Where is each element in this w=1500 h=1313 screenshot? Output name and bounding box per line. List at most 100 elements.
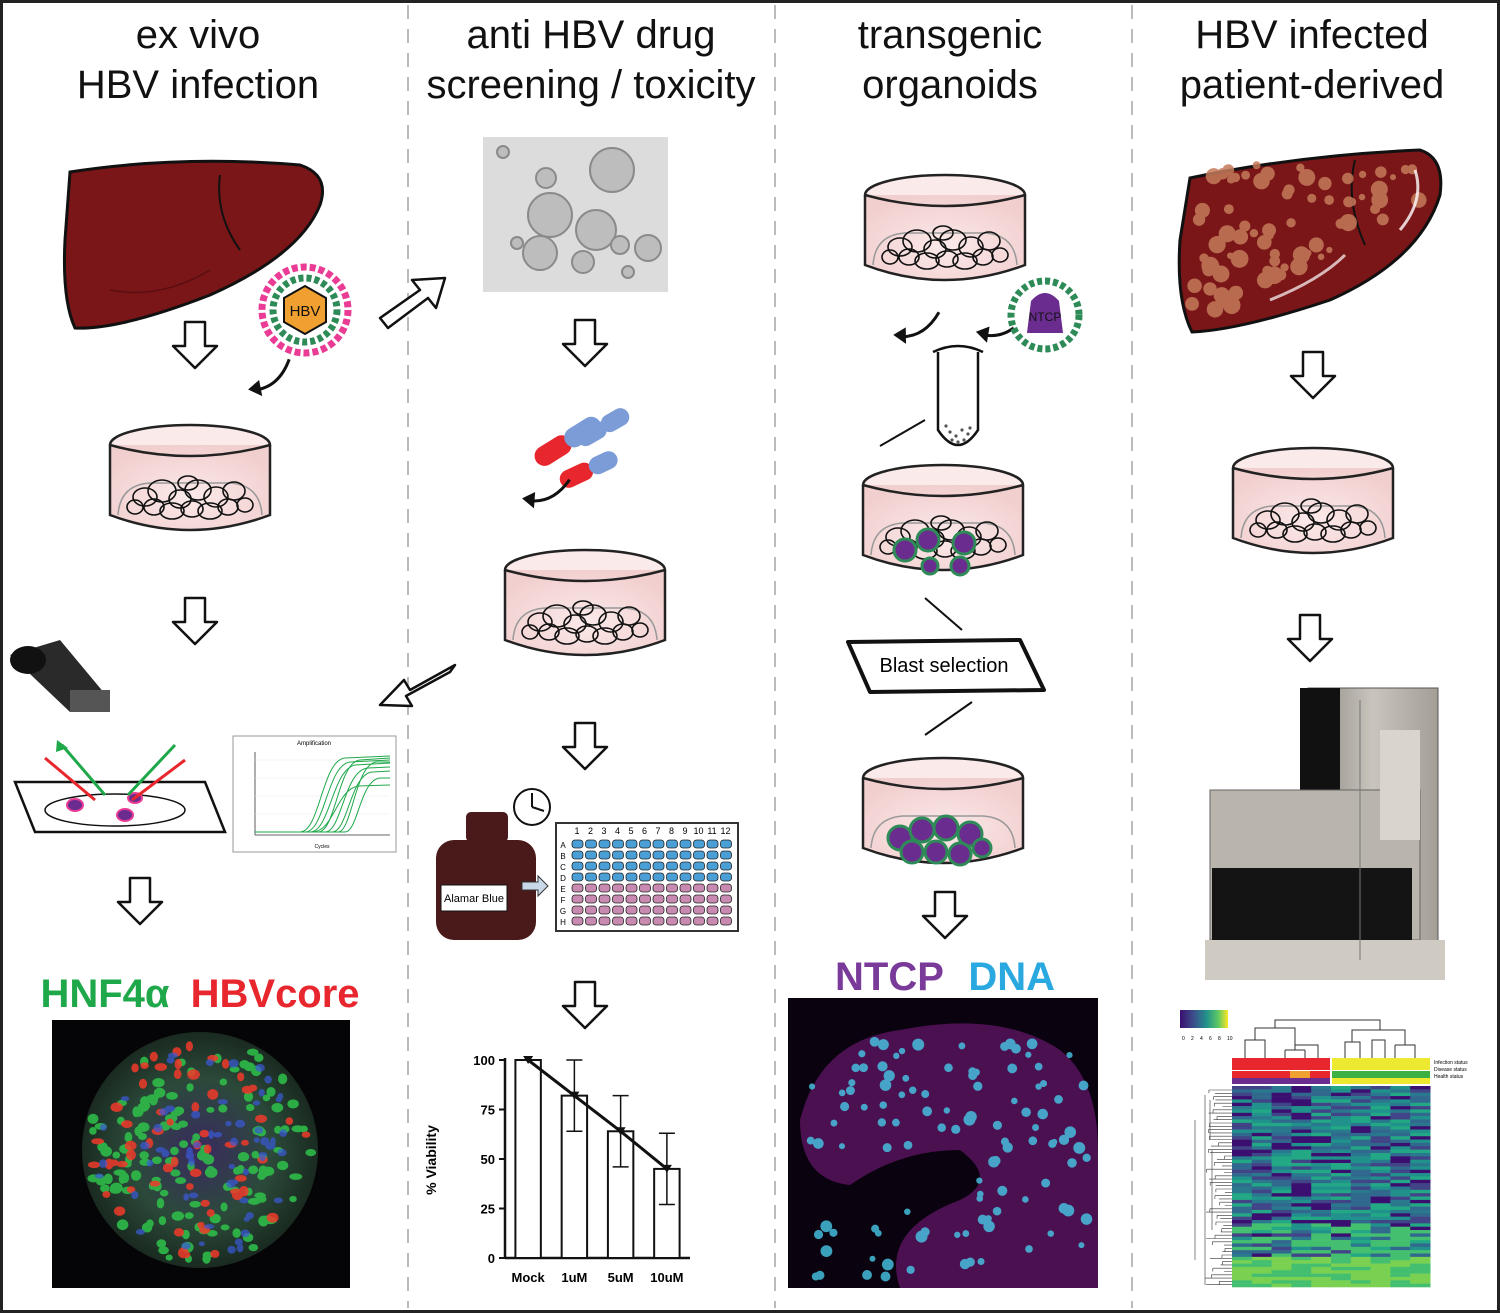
heatmap-cell: [1232, 1223, 1253, 1227]
heatmap-cell: [1350, 1189, 1372, 1194]
heatmap-cell: [1271, 1153, 1292, 1157]
heatmap-cell: [1291, 1146, 1312, 1150]
heatmap-cell: [1291, 1156, 1312, 1160]
heatmap-cell: [1410, 1142, 1431, 1147]
heatmap-cell: [1232, 1283, 1253, 1288]
chart-point: [523, 1056, 534, 1064]
heatmap-cell: [1370, 1256, 1391, 1261]
liver-nodule: [1292, 246, 1311, 264]
heatmap-cell: [1271, 1139, 1292, 1144]
cell-nucleus: [156, 1239, 167, 1248]
heatmap-cell: [1410, 1149, 1431, 1154]
heatmap-cell: [1271, 1186, 1292, 1191]
cell-nucleus: [137, 1132, 147, 1141]
plate-well: [571, 861, 584, 871]
nucleus-dot: [879, 1101, 888, 1109]
heatmap-cell: [1251, 1159, 1273, 1164]
heatmap-cell: [1291, 1250, 1312, 1254]
heatmap-cell: [1370, 1149, 1391, 1154]
heatmap-cell: [1331, 1256, 1352, 1261]
heatmap-cell: [1390, 1132, 1411, 1137]
cell-nucleus: [113, 1206, 126, 1216]
heatmap-cell: [1291, 1139, 1312, 1144]
cell-nucleus: [149, 1051, 158, 1062]
heatmap-cell: [1311, 1266, 1332, 1271]
heatmap-cell: [1291, 1122, 1312, 1127]
nucleus-dot: [976, 1190, 984, 1198]
heatmap-cell: [1350, 1186, 1372, 1191]
heatmap-cell: [1350, 1166, 1372, 1171]
heatmap-cell: [1370, 1153, 1391, 1157]
cell-nucleus: [232, 1228, 241, 1238]
heatmap-cell: [1370, 1146, 1391, 1150]
heatmap-cell: [1251, 1276, 1273, 1281]
plate-well: [693, 916, 705, 926]
nucleus-dot: [881, 1258, 894, 1271]
cell-nucleus: [120, 1096, 130, 1102]
cell-nucleus: [241, 1085, 254, 1094]
heatmap-cell: [1370, 1126, 1391, 1130]
heatmap-cell: [1291, 1109, 1312, 1114]
heatmap-cell: [1370, 1253, 1391, 1258]
liver-nodule: [1256, 235, 1272, 250]
plate-well: [571, 850, 584, 860]
liver-nodule: [1269, 248, 1280, 260]
heatmap-cell: [1311, 1102, 1332, 1107]
cell-nucleus: [146, 1159, 154, 1167]
heatmap-cell: [1350, 1119, 1372, 1124]
heatmap-cell: [1350, 1109, 1372, 1114]
nucleus-dot: [860, 1103, 868, 1111]
nucleus-dot: [1048, 1139, 1057, 1148]
heatmap-cell: [1331, 1176, 1352, 1181]
liver-nodule: [1262, 223, 1277, 238]
heatmap-cell: [1251, 1203, 1273, 1207]
cell-nucleus: [221, 1059, 230, 1069]
heatmap-cell: [1291, 1209, 1312, 1214]
cell-nucleus: [192, 1133, 201, 1141]
plate-row-label: B: [560, 852, 565, 861]
nucleus-dot: [808, 1083, 816, 1090]
liver-nodule: [1308, 237, 1324, 253]
plate-well: [625, 839, 638, 849]
heatmap-cell: [1311, 1189, 1332, 1194]
heatmap-cell: [1390, 1193, 1411, 1197]
plate-well: [706, 905, 719, 915]
heatmap-cell: [1271, 1243, 1292, 1248]
heatmap-cell: [1390, 1233, 1411, 1238]
nucleus-dot: [937, 1123, 946, 1132]
heatmap-cell: [1350, 1179, 1372, 1184]
heatmap-cell: [1311, 1096, 1332, 1100]
plate-well: [571, 883, 584, 893]
cell-nucleus: [255, 1114, 268, 1123]
heatmap-cell: [1311, 1092, 1332, 1097]
heatmap-cell: [1232, 1193, 1253, 1197]
heatmap-cell: [1331, 1092, 1352, 1097]
heatmap-cell: [1251, 1256, 1273, 1261]
heatmap-cell: [1232, 1156, 1253, 1160]
plate-well: [625, 883, 638, 893]
heatmap-cell: [1251, 1263, 1273, 1268]
liver-nodule: [1358, 170, 1367, 179]
heatmap-cell: [1410, 1213, 1431, 1217]
heatmap-cell: [1410, 1136, 1431, 1140]
plate-well: [598, 916, 611, 926]
amplification-chart: Amplification Cycles: [232, 735, 397, 853]
nucleus-dot: [1028, 1136, 1038, 1146]
heatmap-cell: [1350, 1156, 1372, 1160]
nucleus-dot: [813, 1229, 824, 1240]
plate-column-label: 6: [642, 826, 647, 836]
plate-well: [625, 850, 638, 860]
heatmap-cell: [1251, 1109, 1273, 1114]
cell-nucleus: [258, 1165, 268, 1177]
heatmap-cell: [1311, 1132, 1332, 1137]
heatmap-cell: [1390, 1266, 1411, 1271]
cell-nucleus: [275, 1096, 283, 1103]
heatmap-cell: [1291, 1199, 1312, 1204]
heatmap-cell: [1311, 1233, 1332, 1238]
heatmap-cell: [1331, 1099, 1352, 1104]
heatmap-cell: [1410, 1263, 1431, 1268]
heatmap-cell: [1370, 1102, 1391, 1107]
heatmap-cell: [1271, 1112, 1292, 1117]
heatmap-cell: [1291, 1086, 1312, 1090]
blast-selection-box: Blast selection: [846, 638, 1046, 694]
